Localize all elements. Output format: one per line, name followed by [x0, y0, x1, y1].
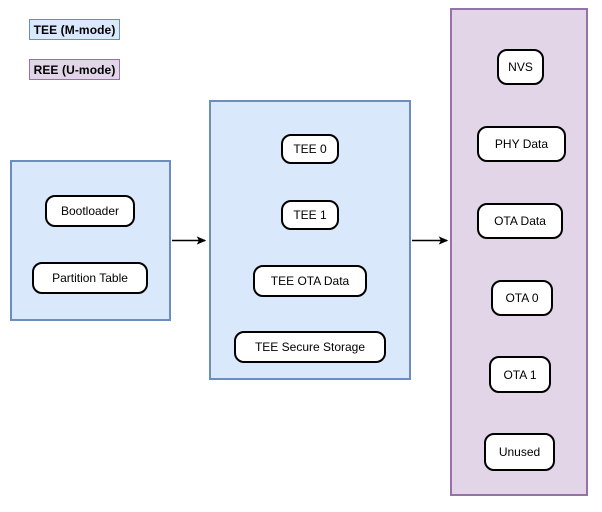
region-ree-group [450, 8, 588, 496]
node-ota-1-label: OTA 1 [503, 367, 537, 382]
node-tee-0[interactable]: TEE 0 [281, 134, 339, 164]
legend-item-tee: TEE (M-mode) [29, 19, 120, 40]
node-unused-label: Unused [498, 445, 541, 459]
node-tee-1-label: TEE 1 [293, 208, 327, 222]
node-bootloader-label: Bootloader [60, 204, 120, 218]
node-tee-0-label: TEE 0 [293, 142, 327, 156]
node-nvs-label: NVS [508, 60, 533, 74]
node-tee-secure-storage-label: TEE Secure Storage [254, 340, 366, 354]
legend-item-tee-label: TEE (M-mode) [33, 22, 116, 37]
node-bootloader[interactable]: Bootloader [45, 195, 135, 227]
node-ota-0-label: OTA 0 [505, 291, 539, 305]
node-tee-ota-data[interactable]: TEE OTA Data [253, 265, 367, 297]
node-tee-secure-storage[interactable]: TEE Secure Storage [234, 331, 386, 363]
node-unused[interactable]: Unused [484, 433, 555, 471]
node-phy-data[interactable]: PHY Data [477, 126, 566, 162]
legend-item-ree: REE (U-mode) [29, 59, 120, 80]
node-ota-data[interactable]: OTA Data [477, 203, 563, 239]
node-phy-data-label: PHY Data [494, 137, 549, 151]
node-partition-table[interactable]: Partition Table [32, 262, 148, 294]
node-ota-0[interactable]: OTA 0 [491, 280, 553, 316]
node-tee-1[interactable]: TEE 1 [281, 200, 339, 230]
node-ota-data-label: OTA Data [494, 214, 546, 228]
node-partition-table-label: Partition Table [52, 271, 128, 285]
region-bootloader-group [10, 160, 171, 321]
legend-item-ree-label: REE (U-mode) [33, 62, 116, 77]
node-nvs[interactable]: NVS [497, 49, 544, 85]
node-ota-1[interactable]: OTA 1 [489, 356, 551, 393]
node-tee-ota-data-label: TEE OTA Data [270, 274, 350, 288]
